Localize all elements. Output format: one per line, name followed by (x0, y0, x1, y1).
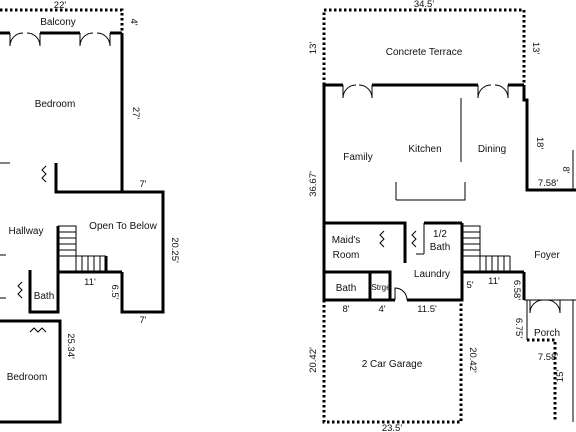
dim-garage-width: 23.5' (382, 423, 402, 432)
dim-garage-right: 20.42' (467, 347, 478, 373)
garage-entry-door (394, 287, 408, 301)
dim-balcony-width: 22' (54, 0, 67, 11)
dim-open-depth: 20.25' (169, 237, 180, 263)
dim-bedroom-depth: 27' (130, 107, 141, 120)
dim-bath-8: 8' (342, 304, 349, 315)
dim-terrace-width: 34.5' (414, 0, 434, 10)
balcony-door-left (9, 32, 41, 47)
terrace-door-right (477, 84, 509, 99)
foyer-label: Foyer (534, 250, 560, 261)
balcony-label: Balcony (40, 17, 76, 28)
dim-laundry-5: 5' (466, 280, 473, 291)
concrete-terrace-label: Concrete Terrace (386, 47, 463, 58)
dim-dining-jog: 7.58' (538, 178, 558, 189)
dim-open-bottom: 7' (139, 315, 146, 326)
laundry-label: Laundry (414, 269, 450, 280)
main-bath-label: Bath (336, 283, 357, 294)
dim-stair-depth: 6.5' (109, 284, 120, 299)
garage-label: 2 Car Garage (362, 359, 423, 370)
main-floor-plan: Concrete Terrace Family Kitchen Dining M… (308, 0, 576, 432)
dim-lower-bedroom-depth: 25.34' (65, 333, 76, 359)
dining-label: Dining (478, 144, 506, 155)
main-stair (460, 223, 524, 274)
dim-dining-depth: 18' (534, 137, 545, 150)
upper-floor-plan: Balcony Bedroom Hallway Open To Below Ba… (0, 0, 180, 424)
dim-stair-width: 11' (84, 277, 96, 288)
maids-room-label-line2: Room (333, 250, 360, 261)
maids-room-label-line1: Maid's (332, 235, 361, 246)
dim-stair-11: 11' (488, 276, 500, 287)
open-to-below-label: Open To Below (89, 221, 157, 232)
storage-label: Strge (371, 283, 391, 292)
dim-terrace-left: 13' (308, 42, 319, 55)
dim-porch-758: 7.58' (538, 352, 558, 363)
dim-laundry-115: 11.5' (417, 304, 437, 315)
half-bath-fixture (411, 230, 417, 248)
dim-foyer-658: 6.58' (511, 280, 522, 300)
lower-bedroom-label: Bedroom (7, 372, 48, 383)
dim-porch-675: 6.75' (513, 318, 524, 338)
porch-door (529, 299, 561, 314)
porch-label: Porch (534, 328, 560, 339)
dim-porch-15: 15' (555, 370, 566, 383)
balcony-door-right (79, 32, 111, 47)
bedroom-label: Bedroom (35, 99, 76, 110)
upper-closet-fixture (41, 165, 47, 183)
upper-bath-label: Bath (34, 291, 55, 302)
dim-jog-8: 8' (560, 166, 571, 173)
half-bath-label-line2: Bath (430, 242, 451, 253)
dim-garage-left: 20.42' (308, 347, 319, 373)
family-label: Family (343, 152, 372, 163)
dim-balcony-depth: 4' (128, 18, 139, 25)
terrace-door-left (342, 84, 373, 99)
kitchen-label: Kitchen (408, 144, 441, 155)
dim-terrace-right: 13' (530, 42, 541, 55)
hallway-label: Hallway (8, 226, 43, 237)
maids-closet-fixture (379, 230, 385, 248)
dim-bedroom-step: 7' (139, 179, 146, 190)
dim-family-depth: 36.67' (308, 171, 319, 197)
upper-stair (56, 225, 122, 274)
dim-strge-4: 4' (378, 304, 385, 315)
kitchen-island (395, 182, 466, 201)
lower-bedroom-fixture (29, 327, 47, 333)
half-bath-label-line1: 1/2 (433, 229, 447, 240)
upper-bath-fixture (17, 281, 23, 299)
